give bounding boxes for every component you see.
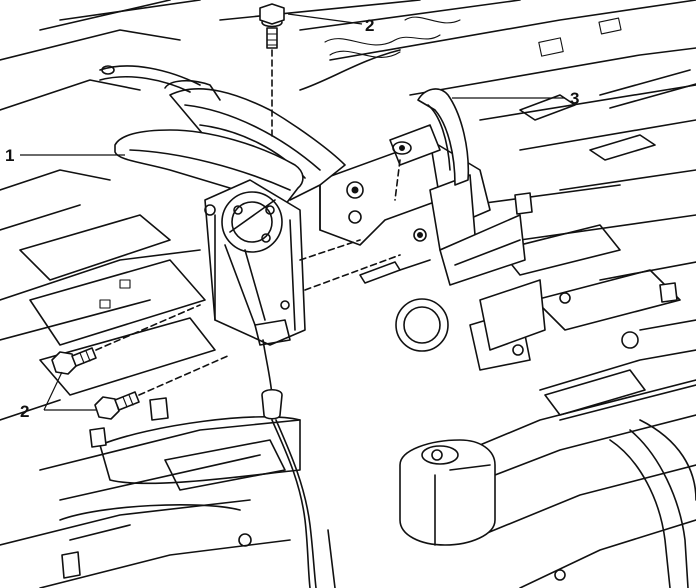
callout-2-top: 2 [365, 16, 374, 35]
left-floor-panels [19, 214, 301, 541]
cable-guide-bracket [389, 88, 470, 186]
leader-lines [20, 13, 565, 411]
bolt-lower-2 [94, 354, 231, 420]
callout-3: 3 [570, 89, 579, 108]
alignment-lines [299, 159, 401, 291]
callout-1: 1 [5, 146, 14, 165]
floor-clips [61, 192, 678, 581]
callout-2-left: 2 [20, 402, 29, 421]
brake-cable [261, 339, 336, 588]
parking-brake-lever [99, 65, 346, 346]
floor-tunnel [395, 224, 696, 588]
bolt-top [259, 3, 285, 141]
bolt-lower-1 [51, 304, 201, 375]
crossmember-bracket [319, 139, 546, 351]
